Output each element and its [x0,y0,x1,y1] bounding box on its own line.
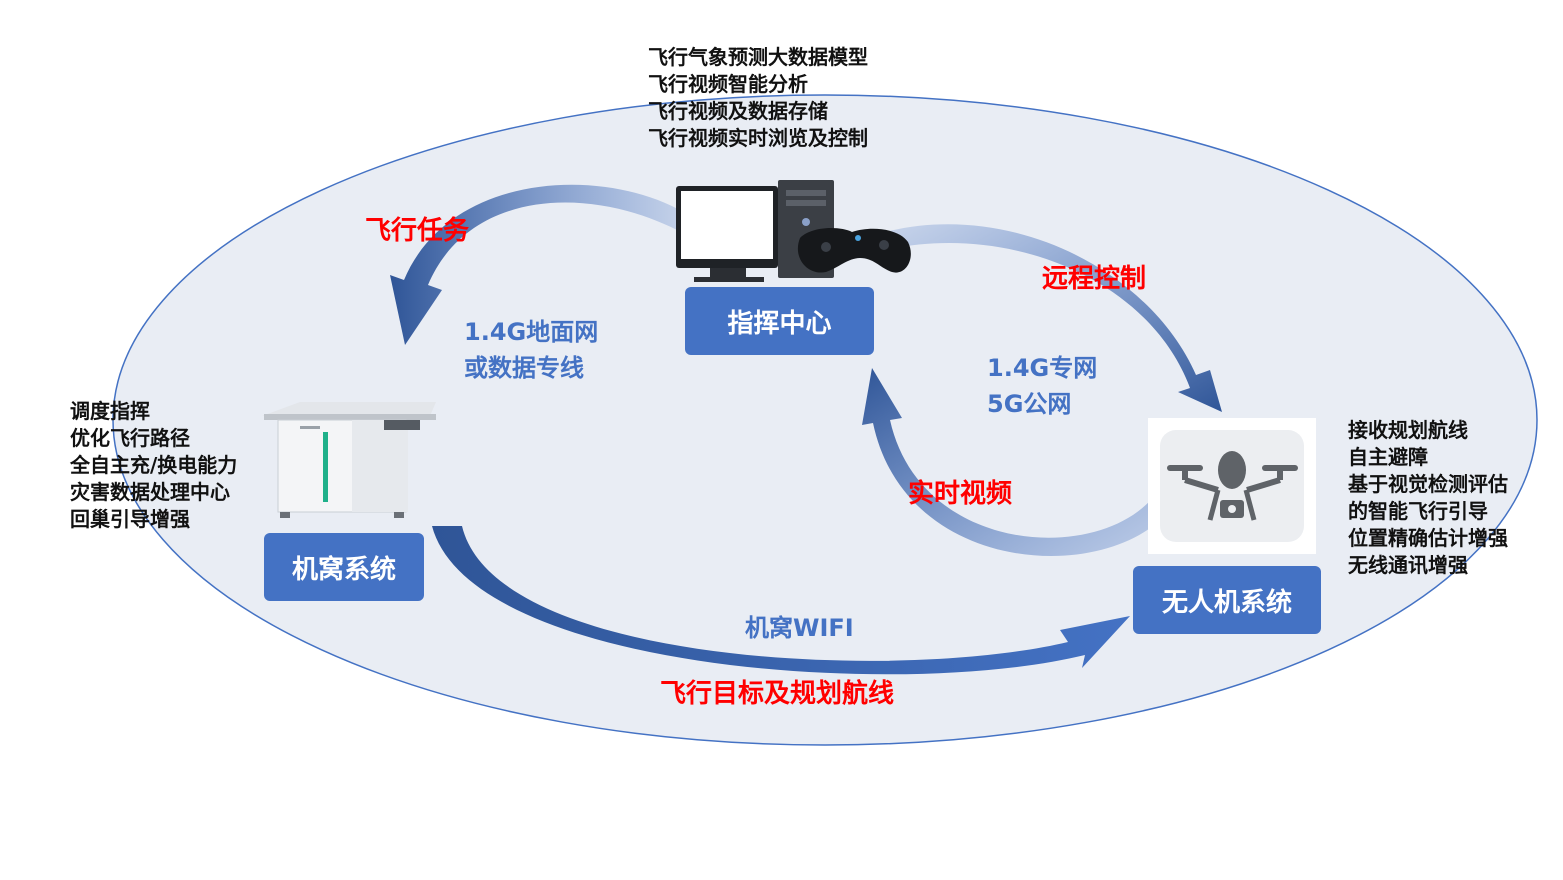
feature-item: 飞行视频及数据存储 [648,99,828,123]
feature-item: 灾害数据处理中心 [70,480,230,504]
feature-item: 的智能飞行引导 [1348,499,1488,523]
flight-task-label: 飞行任务 [365,216,470,246]
feature-item: 飞行视频实时浏览及控制 [648,126,868,150]
ground-network-label: 1.4G地面网 或数据专线 [464,318,599,382]
drone-icon [1148,418,1316,554]
remote-control-arrow [885,224,1222,412]
private-public-network-label: 1.4G专网 5G公网 [987,354,1098,418]
feature-item: 优化飞行路径 [70,426,190,450]
feature-item: 调度指挥 [70,399,150,423]
drone-nest-station-icon [262,402,436,518]
flight-task-arrow [390,184,690,345]
feature-item: 回巢引导增强 [70,507,190,531]
nest-features: 调度指挥 优化飞行路径 全自主充/换电能力 灾害数据处理中心 回巢引导增强 [70,398,237,533]
realtime-video-arrow [862,368,1168,557]
command-center-features: 飞行气象预测大数据模型 飞行视频智能分析 飞行视频及数据存储 飞行视频实时浏览及… [648,44,868,152]
computer-with-gamepad-icon [676,180,911,282]
feature-item: 无线通讯增强 [1348,553,1468,577]
flight-target-label: 飞行目标及规划航线 [660,679,895,709]
feature-item: 飞行视频智能分析 [648,72,808,96]
feature-item: 自主避障 [1348,445,1428,469]
nest-wifi-label: 机窝WIFI [745,614,854,642]
feature-item: 全自主充/换电能力 [70,453,238,477]
feature-item: 基于视觉检测评估 [1348,472,1508,496]
command-center-box[interactable]: 指挥中心 [685,287,874,355]
flight-target-arrow [432,526,1130,675]
feature-item: 位置精确估计增强 [1348,526,1508,550]
realtime-video-label: 实时视频 [908,479,1013,509]
drone-features: 接收规划航线 自主避障 基于视觉检测评估 的智能飞行引导 位置精确估计增强 无线… [1348,417,1508,579]
remote-control-label: 远程控制 [1042,264,1147,294]
feature-item: 接收规划航线 [1348,418,1468,442]
feature-item: 飞行气象预测大数据模型 [648,45,868,69]
drone-system-box[interactable]: 无人机系统 [1133,566,1321,634]
nest-system-box[interactable]: 机窝系统 [264,533,424,601]
